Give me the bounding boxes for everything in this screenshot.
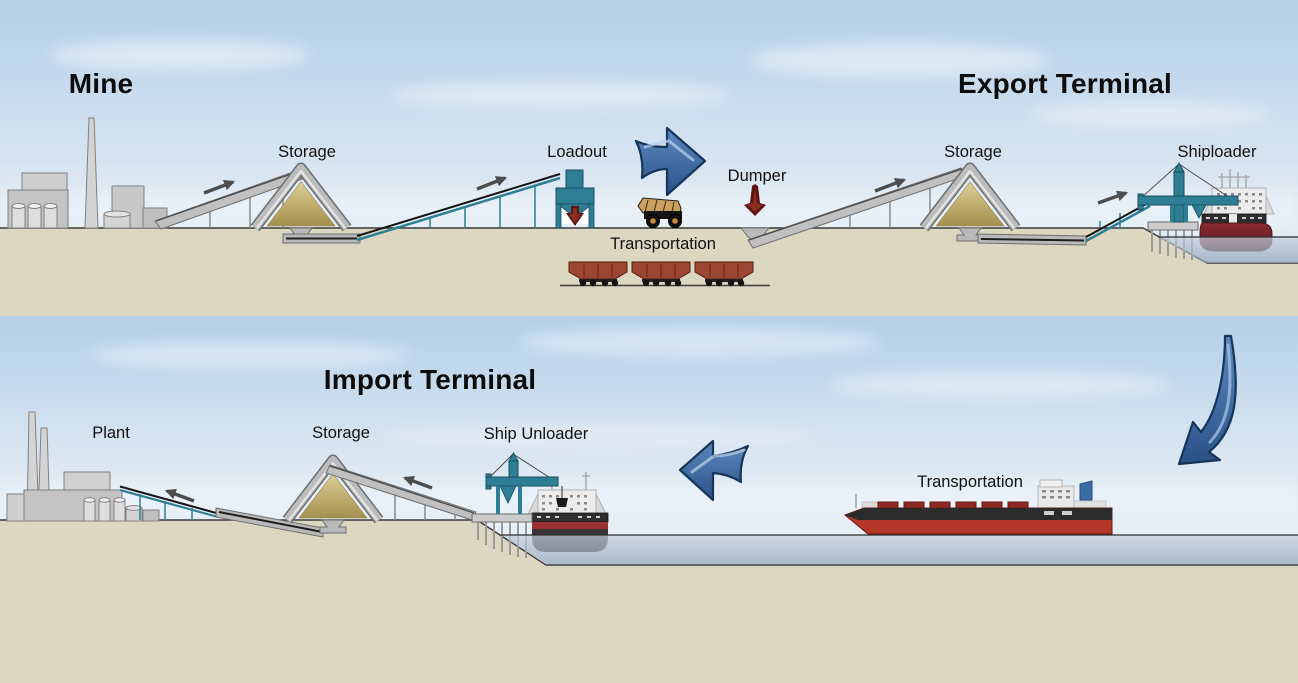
direction-arrow-icon [203,180,236,195]
flow-arrow-right-icon [634,126,707,197]
water-import [501,534,1298,564]
conveyor-storage-to-loadout [282,173,561,244]
direction-arrow-icon [476,176,508,191]
ship-funnel-icon [1079,480,1093,501]
direction-arrow-icon [402,475,433,490]
flow-arrow-left-icon [678,439,750,502]
import-ship-icon [527,472,609,552]
haul-truck-icon [637,197,682,228]
dumper-station [739,184,771,242]
mine-buildings [7,117,168,229]
pier [1147,221,1199,231]
curved-flow-arrow-icon [1177,334,1237,466]
shiploader-crane [1137,161,1239,260]
grab-bucket-icon [556,498,568,507]
bulk-ship-icon [844,479,1113,535]
plant-buildings [6,411,160,522]
direction-arrow-icon [164,488,195,503]
ship-unloader-crane [471,451,559,558]
direction-arrow-icon [874,178,907,193]
import-panel [0,316,1298,683]
rail-wagons-icon [560,261,770,287]
ground-bottom [0,520,1298,683]
pier [471,513,533,523]
conveyor-unloader-to-storage [325,464,477,521]
loadout-station [555,169,595,229]
water-export [1158,236,1298,263]
conveyor-storage-to-shiploader [977,201,1151,246]
conveyor-storage-to-plant [119,485,324,538]
export-panel [0,0,1298,316]
direction-arrow-icon [1097,190,1129,205]
